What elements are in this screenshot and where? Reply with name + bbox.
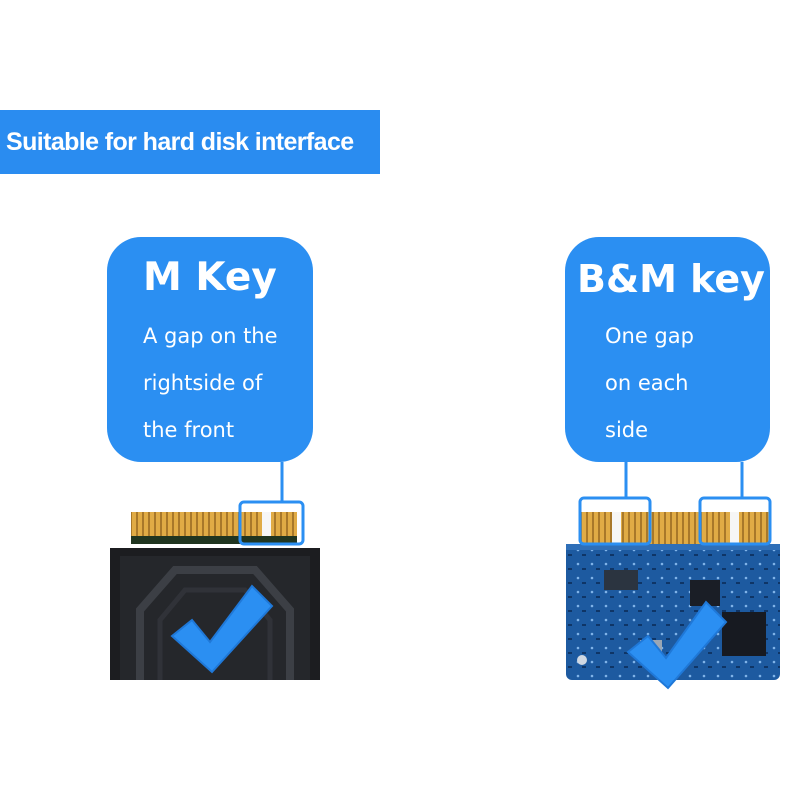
- m-key-notch-callout: [238, 462, 305, 546]
- m-key-title: M Key: [143, 255, 277, 300]
- checkmark-icon: [626, 600, 728, 690]
- section-banner: Suitable for hard disk interface: [0, 110, 380, 174]
- bm-key-notch-callouts: [578, 462, 772, 546]
- banner-title: Suitable for hard disk interface: [6, 128, 354, 156]
- bm-key-info-bubble: B&M key One gap on each side: [565, 237, 770, 462]
- bm-key-title: B&M key: [577, 257, 765, 301]
- m-key-ssd-image: [110, 512, 320, 680]
- bm-key-description: One gap on each side: [605, 324, 694, 442]
- m-key-description: A gap on the rightside of the front: [143, 324, 278, 442]
- checkmark-icon: [170, 584, 274, 674]
- m-key-info-bubble: M Key A gap on the rightside of the fron…: [107, 237, 313, 462]
- bm-key-card-image: [566, 512, 780, 680]
